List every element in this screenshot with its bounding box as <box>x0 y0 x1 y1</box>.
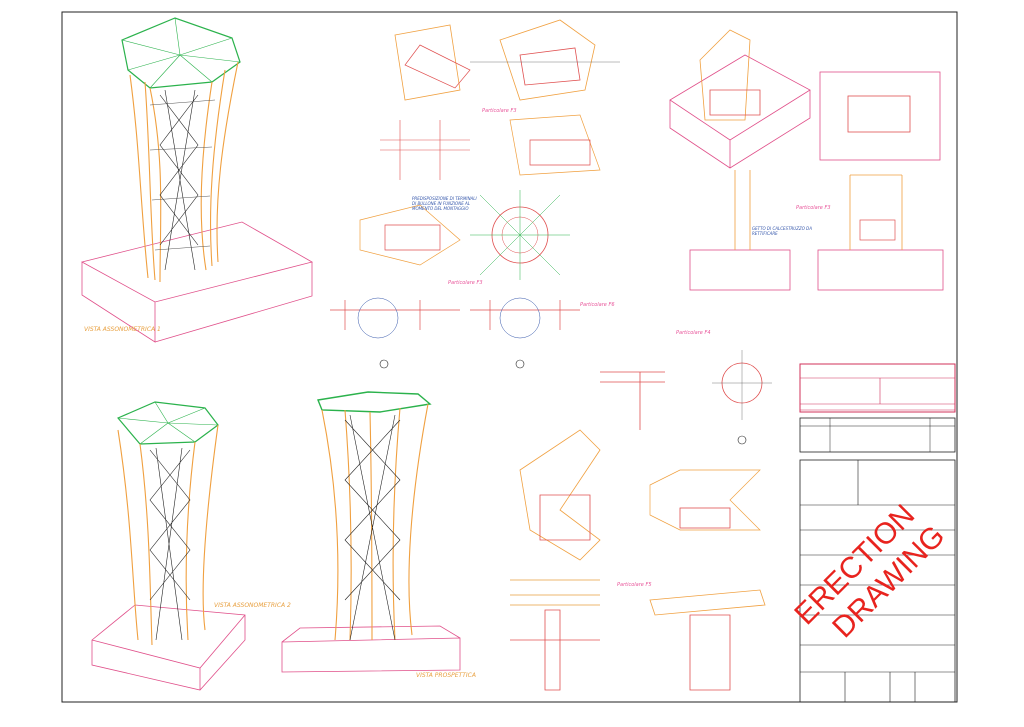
bracing <box>159 89 199 271</box>
timber-columns <box>129 61 239 283</box>
base-block-3 <box>281 625 461 673</box>
roof <box>121 17 241 89</box>
sheet-border <box>61 11 958 703</box>
bracing-3 <box>344 414 401 641</box>
note-bolt-terminals: PREDISPOSIZIONE DI TERMINALI DI BULLONE … <box>412 196 477 211</box>
view-label-iso2: VISTA ASSONOMETRICA 2 <box>214 602 291 609</box>
detail-label-c: Particolare F3 <box>796 205 831 211</box>
view-label-persp: VISTA PROSPETTICA <box>416 672 476 679</box>
detail-label-f: Particolare F6 <box>580 302 615 308</box>
detail-label-a: Particolare F3 <box>482 108 517 114</box>
base-block <box>80 221 314 343</box>
note-concrete: GETTO DI CALCESTRUZZO DA RETTIFICARE <box>752 226 812 236</box>
detail-label-d: Particolare F4 <box>676 330 711 336</box>
detail-c <box>600 350 772 445</box>
detail-label-b: Particolare F3 <box>448 280 483 286</box>
base-block-2 <box>91 604 246 691</box>
tower-persp <box>281 391 461 673</box>
timber-columns-3 <box>321 403 429 641</box>
detail-label-e: Particolare F5 <box>617 582 652 588</box>
detail-b <box>669 29 944 291</box>
view-label-iso1: VISTA ASSONOMETRICA 1 <box>84 326 161 333</box>
tower-iso1 <box>80 17 314 343</box>
tower-iso2 <box>91 401 246 691</box>
bracing-2 <box>149 447 191 641</box>
detail-a <box>330 19 620 369</box>
detail-d <box>510 429 766 691</box>
timber-columns-2 <box>117 424 219 646</box>
roof-3 <box>317 391 432 413</box>
title-block <box>799 363 956 703</box>
